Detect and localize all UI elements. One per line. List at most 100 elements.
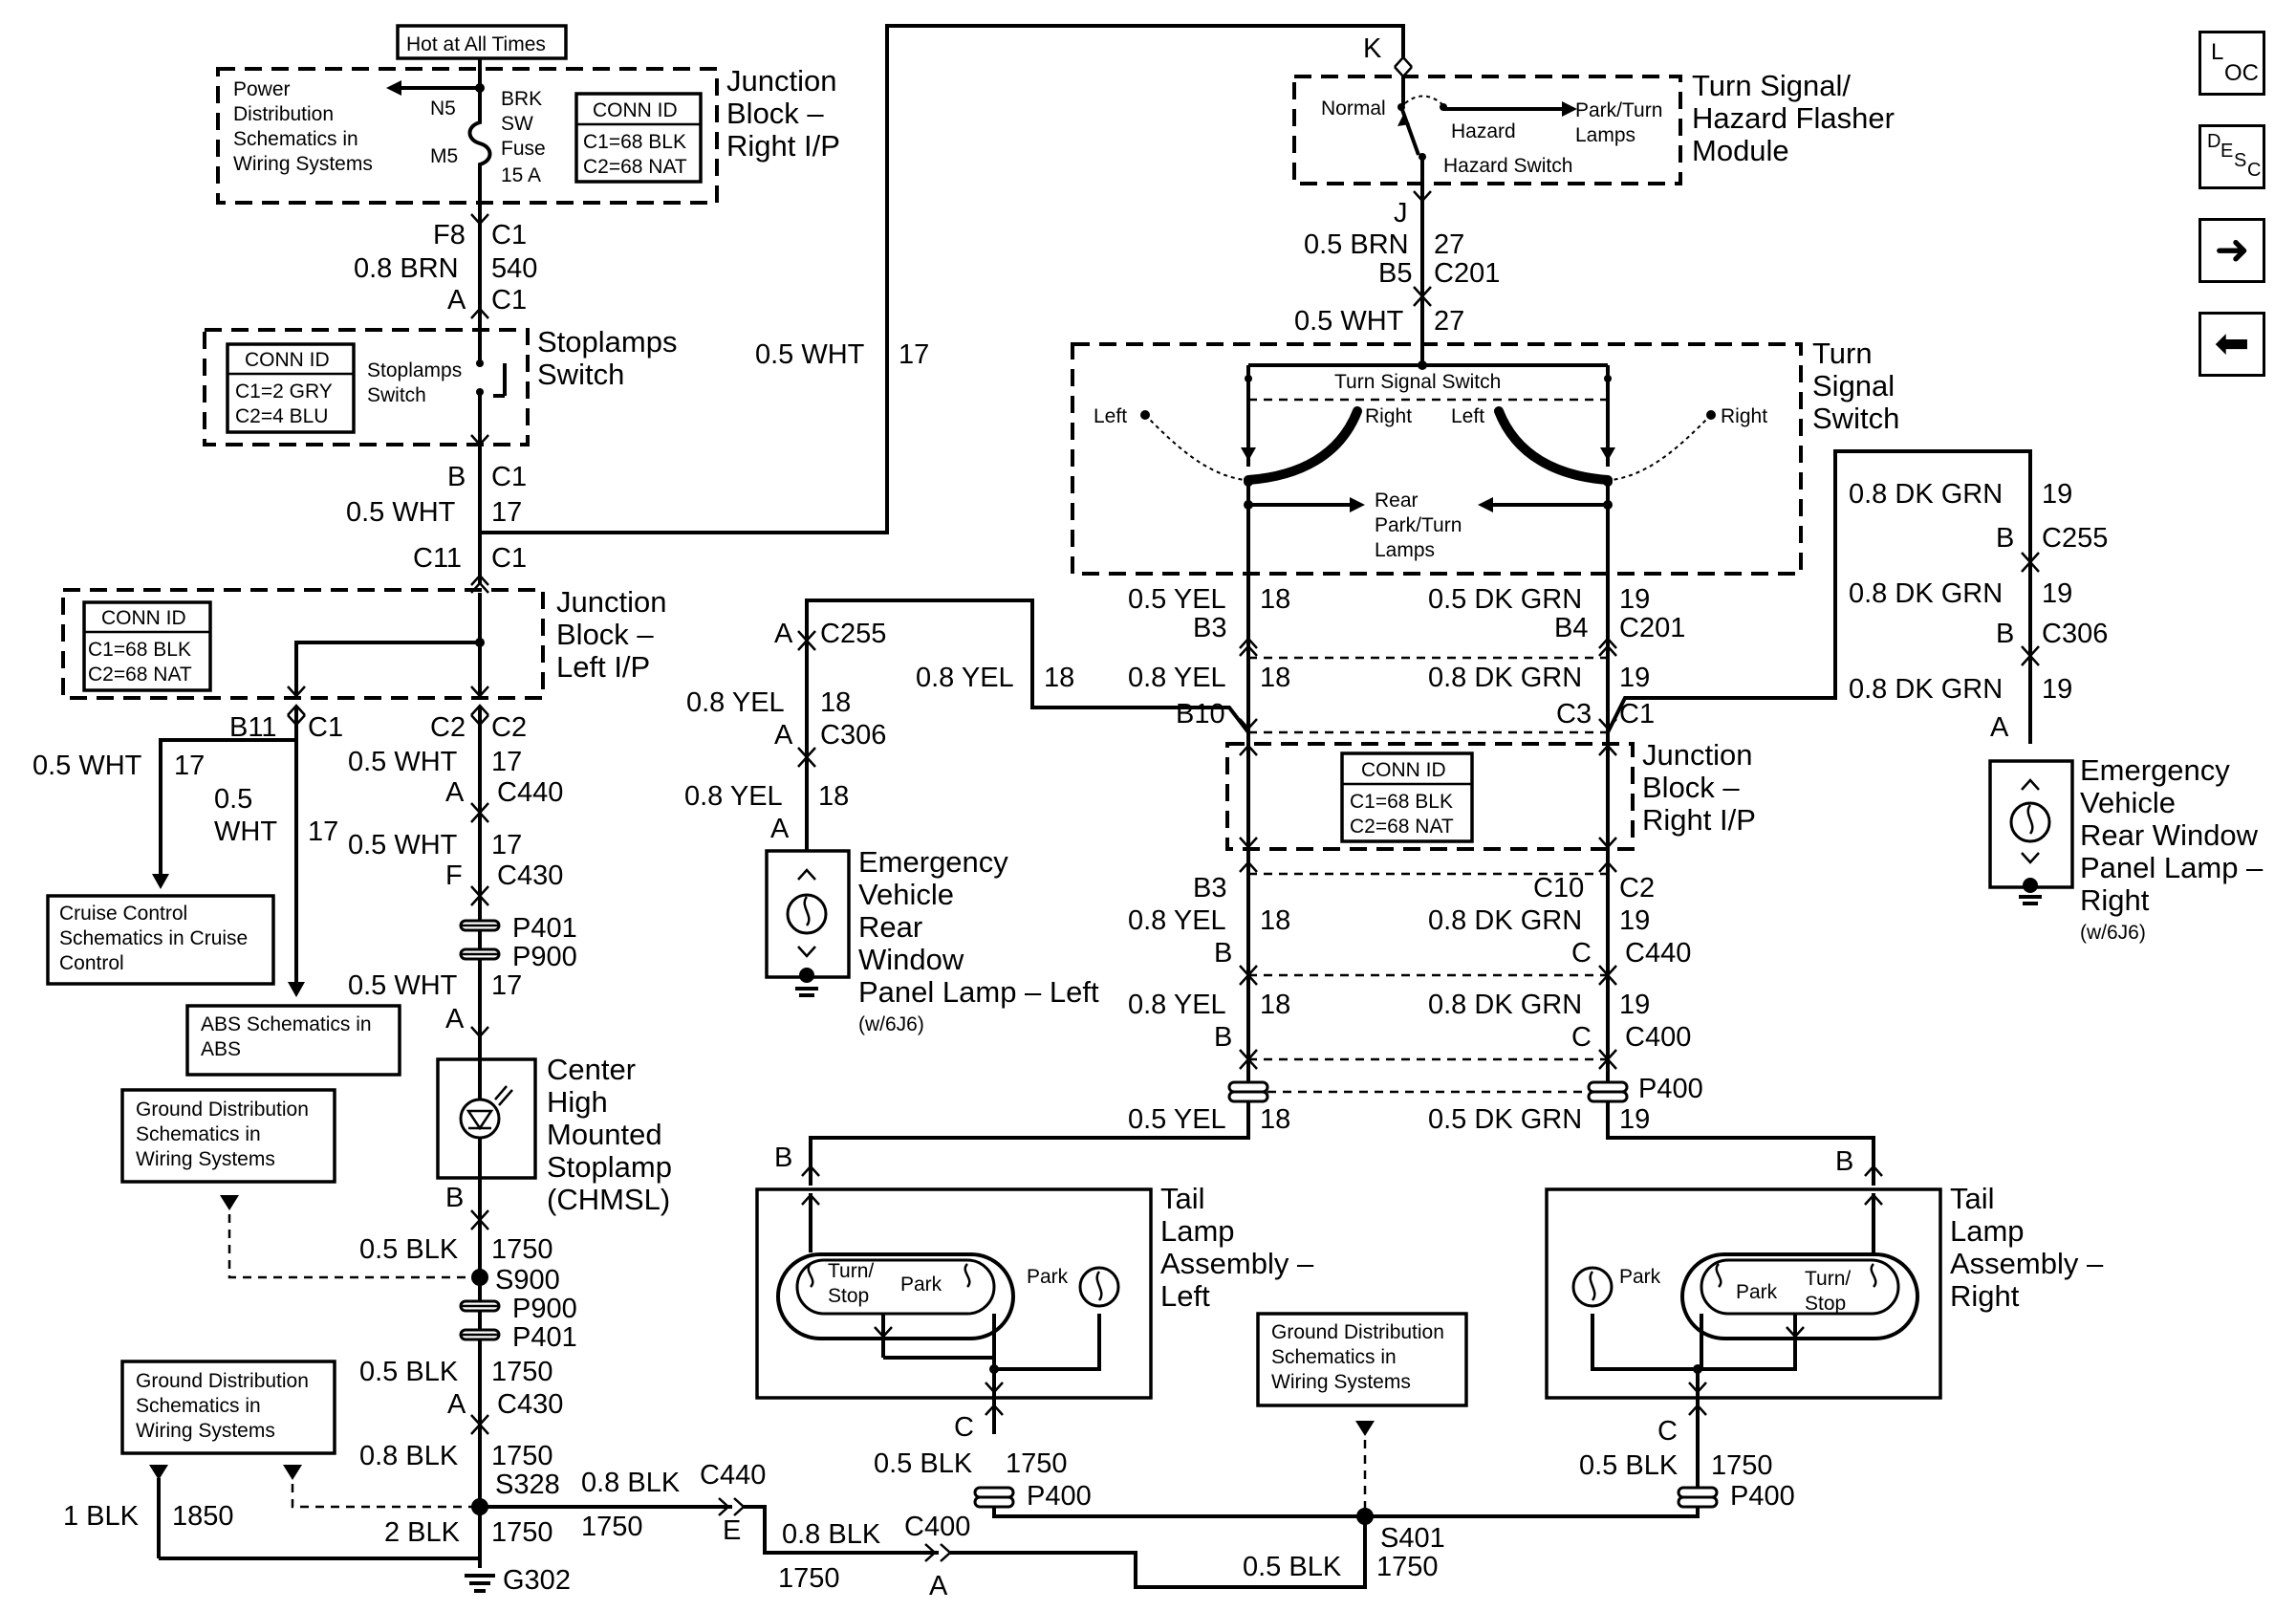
svg-text:Park: Park xyxy=(1027,1266,1069,1288)
svg-text:19: 19 xyxy=(2042,578,2072,609)
next-page-button[interactable]: ➜ xyxy=(2199,218,2265,283)
svg-text:M5: M5 xyxy=(430,145,458,167)
svg-text:C2=68 NAT: C2=68 NAT xyxy=(583,156,687,178)
prev-page-button[interactable]: ⬅ xyxy=(2199,312,2265,377)
svg-text:Lamp: Lamp xyxy=(1950,1214,2025,1248)
svg-text:Stop: Stop xyxy=(1805,1293,1846,1315)
svg-text:Park: Park xyxy=(1619,1266,1661,1288)
svg-text:0.5 BLK: 0.5 BLK xyxy=(1243,1552,1342,1582)
svg-text:C1: C1 xyxy=(308,712,343,743)
svg-text:Assembly –: Assembly – xyxy=(1950,1247,2104,1280)
svg-text:0.8 DK GRN: 0.8 DK GRN xyxy=(1849,479,2003,510)
ev-lamp-left-title: Emergency xyxy=(858,845,1008,879)
svg-text:S401: S401 xyxy=(1380,1523,1445,1554)
svg-text:Schematics in: Schematics in xyxy=(233,128,358,150)
svg-text:C1: C1 xyxy=(491,220,527,250)
svg-text:BRK: BRK xyxy=(501,88,542,110)
svg-text:540: 540 xyxy=(491,253,537,284)
svg-text:0.8 YEL: 0.8 YEL xyxy=(686,687,785,718)
svg-text:0.8 DK GRN: 0.8 DK GRN xyxy=(1428,990,1582,1020)
svg-text:18: 18 xyxy=(820,687,851,718)
svg-text:Cruise Control: Cruise Control xyxy=(59,903,187,925)
svg-text:Ground Distribution: Ground Distribution xyxy=(136,1099,309,1121)
svg-text:C: C xyxy=(1571,938,1592,969)
svg-text:0.8 DK GRN: 0.8 DK GRN xyxy=(1849,674,2003,705)
svg-text:P900: P900 xyxy=(512,1294,577,1324)
svg-text:Fuse: Fuse xyxy=(501,138,546,160)
svg-text:1750: 1750 xyxy=(1006,1448,1068,1479)
svg-text:C: C xyxy=(1657,1416,1678,1447)
turn-signal-switch-title: Turn xyxy=(1812,337,1873,370)
svg-text:Left: Left xyxy=(1451,405,1484,427)
svg-text:B11: B11 xyxy=(229,712,276,743)
svg-text:A: A xyxy=(445,777,465,808)
svg-text:B: B xyxy=(1835,1146,1853,1177)
svg-text:C2=68 NAT: C2=68 NAT xyxy=(1350,816,1454,838)
svg-text:A: A xyxy=(770,814,790,844)
svg-text:27: 27 xyxy=(1434,306,1464,337)
arrow-right-icon: ➜ xyxy=(2214,226,2250,274)
svg-text:Switch: Switch xyxy=(367,384,426,406)
svg-text:0.8 YEL: 0.8 YEL xyxy=(916,663,1014,693)
svg-text:Vehicle: Vehicle xyxy=(858,878,954,911)
svg-text:J: J xyxy=(1394,198,1408,229)
svg-text:Rear: Rear xyxy=(1375,490,1419,512)
svg-text:C2=68 NAT: C2=68 NAT xyxy=(88,664,192,686)
svg-text:Right: Right xyxy=(1365,405,1412,427)
svg-text:C440: C440 xyxy=(1625,938,1691,969)
svg-text:Turn/: Turn/ xyxy=(1805,1268,1851,1290)
arrow-left-icon: ⬅ xyxy=(2214,319,2250,368)
svg-text:A: A xyxy=(447,1389,466,1420)
svg-text:Turn/: Turn/ xyxy=(828,1260,874,1282)
junction-block-right-ip-title: Junction xyxy=(726,64,836,98)
svg-text:Right I/P: Right I/P xyxy=(1642,803,1756,837)
stoplamps-switch-title: Stoplamps xyxy=(537,325,677,359)
ev-lamp-right-title: Emergency xyxy=(2080,753,2230,787)
svg-text:B: B xyxy=(447,462,466,492)
svg-text:0.8 BLK: 0.8 BLK xyxy=(581,1468,681,1498)
svg-text:0.8 YEL: 0.8 YEL xyxy=(684,781,783,812)
svg-text:C2: C2 xyxy=(1619,873,1655,903)
svg-text:Lamps: Lamps xyxy=(1375,539,1435,561)
svg-text:Ground Distribution: Ground Distribution xyxy=(136,1370,309,1392)
svg-text:Hazard Switch: Hazard Switch xyxy=(1443,155,1572,177)
svg-text:A: A xyxy=(774,619,793,649)
svg-text:Right: Right xyxy=(2080,883,2150,917)
svg-text:K: K xyxy=(1363,33,1382,64)
svg-text:C306: C306 xyxy=(820,720,886,751)
svg-text:0.5 BLK: 0.5 BLK xyxy=(359,1357,459,1387)
svg-text:CONN ID: CONN ID xyxy=(245,349,330,371)
svg-text:0.8 YEL: 0.8 YEL xyxy=(1128,905,1226,936)
svg-text:C: C xyxy=(954,1412,974,1443)
loc-button[interactable]: L OC xyxy=(2199,31,2265,96)
svg-text:C1=68 BLK: C1=68 BLK xyxy=(88,639,191,661)
svg-text:0.5 WHT: 0.5 WHT xyxy=(755,339,865,370)
svg-text:19: 19 xyxy=(1619,663,1650,693)
svg-text:P400: P400 xyxy=(1638,1074,1703,1104)
svg-text:C1=68 BLK: C1=68 BLK xyxy=(1350,791,1453,813)
svg-text:Vehicle: Vehicle xyxy=(2080,786,2176,819)
svg-text:C1: C1 xyxy=(491,285,527,316)
svg-text:Hazard Flasher: Hazard Flasher xyxy=(1692,101,1895,135)
svg-text:15 A: 15 A xyxy=(501,164,541,186)
svg-text:C440: C440 xyxy=(700,1460,766,1491)
hot-at-all-times-label: Hot at All Times xyxy=(406,33,546,55)
svg-text:B: B xyxy=(445,1183,464,1213)
svg-text:0.8 YEL: 0.8 YEL xyxy=(1128,990,1226,1020)
svg-text:N5: N5 xyxy=(430,98,456,120)
svg-text:CONN ID: CONN ID xyxy=(593,99,678,121)
desc-button[interactable]: D E S C xyxy=(2199,124,2265,189)
svg-text:0.5 DK GRN: 0.5 DK GRN xyxy=(1428,1104,1582,1135)
svg-text:19: 19 xyxy=(1619,905,1650,936)
svg-text:ABS: ABS xyxy=(201,1038,241,1060)
svg-text:Normal: Normal xyxy=(1321,98,1386,120)
svg-text:0.5 YEL: 0.5 YEL xyxy=(1128,584,1226,615)
svg-text:18: 18 xyxy=(1260,663,1290,693)
svg-text:1750: 1750 xyxy=(491,1517,553,1548)
svg-text:C430: C430 xyxy=(497,860,563,891)
svg-text:Lamps: Lamps xyxy=(1575,124,1635,146)
svg-text:Left: Left xyxy=(1094,405,1127,427)
svg-text:C255: C255 xyxy=(820,619,886,649)
svg-text:Distribution: Distribution xyxy=(233,103,334,125)
